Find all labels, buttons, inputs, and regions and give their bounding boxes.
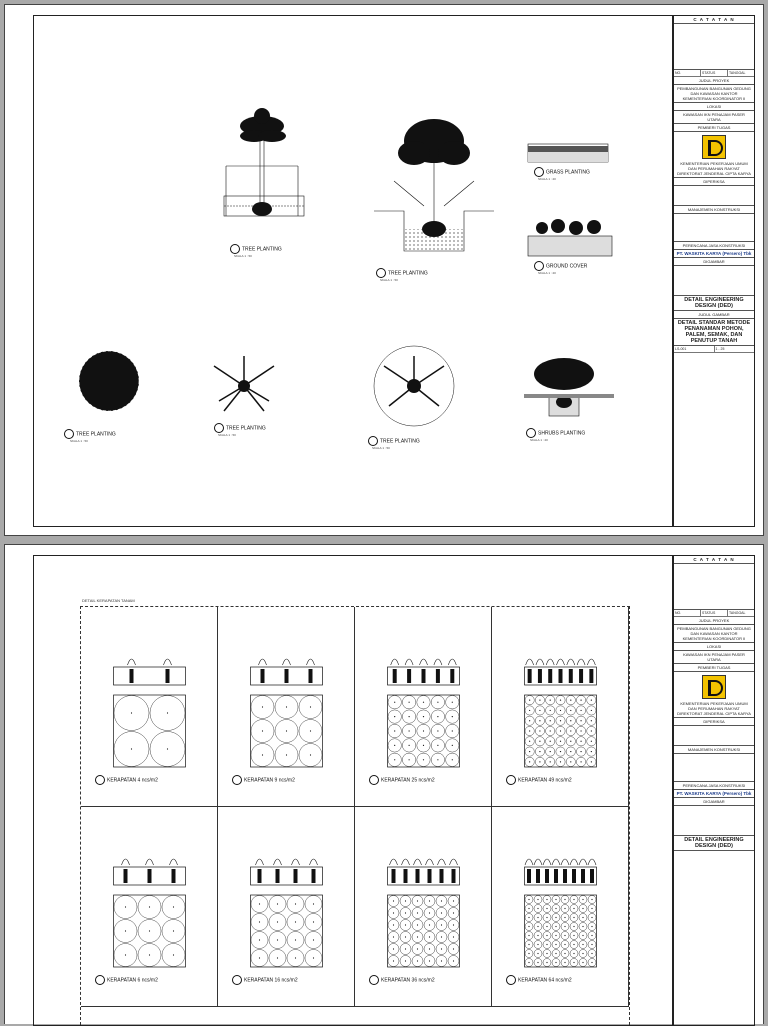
drawing-frame: DETAIL KERAPATAN TANAM KERAPATAN 4 ncs/m…	[33, 555, 673, 1026]
planting-plan	[250, 658, 323, 768]
tree-planting-7-drawing	[373, 345, 455, 427]
contractor-name: PT. WASKITA KARYA (Persero) Tbk	[674, 250, 754, 258]
verified-area	[674, 726, 754, 746]
owner-name: KEMENTERIAN PEKERJAAN UMUM DAN PERUMAHAN…	[677, 161, 751, 176]
density-title: KERAPATAN 16 ncs/m2	[232, 975, 298, 985]
project-phase: DETAIL ENGINEERING DESIGN (DED)	[674, 836, 754, 851]
density-title: KERAPATAN 9 ncs/m2	[232, 775, 295, 785]
contractor-name: PT. WASKITA KARYA (Persero) Tbk	[674, 790, 754, 798]
drawing-label: JUDUL GAMBAR	[674, 311, 754, 319]
drawing-frame: TREE PLANTING SKALA 1 : 50 TREE PLANTING…	[33, 15, 673, 527]
ground-cover-drawing	[527, 219, 613, 257]
notes-heading: C A T A T A N	[674, 16, 754, 24]
density-title: KERAPATAN 6 ncs/m2	[95, 975, 158, 985]
location-label: LOKASI	[674, 103, 754, 111]
consultant-area	[674, 214, 754, 242]
owner-label: PEMBERI TUGAS	[674, 124, 754, 132]
density-cell: KERAPATAN 36 ncs/m2	[355, 807, 492, 1007]
drawing-title: DETAIL STANDAR METODE PENANAMAN POHON, P…	[674, 319, 754, 346]
signature-area	[674, 266, 754, 296]
detail-4-title: GROUND COVER	[534, 261, 587, 271]
contractor-label: PERENCANA JASA KONSTRUKSI	[674, 782, 754, 790]
density-title: KERAPATAN 4 ncs/m2	[95, 775, 158, 785]
tree-planting-5-drawing	[78, 350, 140, 412]
consultant-label: MANAJEMEN KONSTRUKSI	[674, 206, 754, 214]
drawing-sheet-2: DETAIL KERAPATAN TANAM KERAPATAN 4 ncs/m…	[4, 544, 764, 1026]
density-cell: KERAPATAN 16 ncs/m2	[218, 807, 355, 1007]
planting-plan	[524, 858, 597, 968]
detail-1-title: TREE PLANTING	[230, 244, 282, 254]
planting-plan	[113, 858, 186, 968]
planting-plan	[387, 658, 460, 768]
detail-6-scale: SKALA 1 : 50	[218, 433, 236, 437]
project-label: JUDUL PROYEK	[674, 617, 754, 625]
notes-area	[674, 564, 754, 610]
project-name: PEMBANGUNAN BANGUNAN GEDUNG DAN KAWASAN …	[674, 85, 754, 103]
density-cell: KERAPATAN 64 ncs/m2	[492, 807, 629, 1007]
detail-2-title: TREE PLANTING	[376, 268, 428, 278]
tree-planting-2-drawing	[374, 119, 494, 252]
planting-plan	[524, 658, 597, 768]
detail-1-scale: SKALA 1 : 50	[234, 254, 252, 258]
project-phase: DETAIL ENGINEERING DESIGN (DED)	[674, 296, 754, 311]
detail-8-title: SHRUBS PLANTING	[526, 428, 585, 438]
detail-2-scale: SKALA 1 : 50	[380, 278, 398, 282]
owner-block: KEMENTERIAN PEKERJAAN UMUM DAN PERUMAHAN…	[674, 132, 754, 178]
detail-7-scale: SKALA 1 : 50	[372, 446, 390, 450]
density-title: KERAPATAN 64 ncs/m2	[506, 975, 572, 985]
detail-8-scale: SKALA 1 : 20	[530, 438, 548, 442]
drawing-sheet-1: TREE PLANTING SKALA 1 : 50 TREE PLANTING…	[4, 4, 764, 536]
detail-3-scale: SKALA 1 : 20	[538, 177, 556, 181]
drafter-label: DIGAMBAR	[674, 258, 754, 266]
owner-label: PEMBERI TUGAS	[674, 664, 754, 672]
grass-planting-drawing	[527, 143, 609, 163]
shrubs-planting-drawing	[524, 358, 614, 417]
notes-area	[674, 24, 754, 70]
density-cell: KERAPATAN 4 ncs/m2	[81, 607, 218, 807]
density-cell: KERAPATAN 49 ncs/m2	[492, 607, 629, 807]
density-title: KERAPATAN 49 ncs/m2	[506, 775, 572, 785]
project-label: JUDUL PROYEK	[674, 77, 754, 85]
detail-5-scale: SKALA 1 : 50	[70, 439, 88, 443]
detail-7-title: TREE PLANTING	[368, 436, 420, 446]
verified-area	[674, 186, 754, 206]
tree-planting-1-drawing	[223, 108, 305, 217]
verified-label: DIPERIKSA	[674, 718, 754, 726]
location-value: KAWASAN IKN PENAJAM PASER UTARA	[674, 651, 754, 664]
detail-4-scale: SKALA 1 : 20	[538, 271, 556, 275]
density-cell: KERAPATAN 25 ncs/m2	[355, 607, 492, 807]
density-title: KERAPATAN 25 ncs/m2	[369, 775, 435, 785]
detail-3-title: GRASS PLANTING	[534, 167, 590, 177]
pupr-logo-icon	[702, 135, 726, 159]
consultant-area	[674, 754, 754, 782]
notes-heading: C A T A T A N	[674, 556, 754, 564]
location-value: KAWASAN IKN PENAJAM PASER UTARA	[674, 111, 754, 124]
pupr-logo-icon	[702, 675, 726, 699]
tree-planting-6-drawing	[213, 356, 275, 412]
density-cell: KERAPATAN 6 ncs/m2	[81, 807, 218, 1007]
owner-name: KEMENTERIAN PEKERJAAN UMUM DAN PERUMAHAN…	[677, 701, 751, 716]
planting-plan	[113, 658, 186, 768]
verified-label: DIPERIKSA	[674, 178, 754, 186]
drafter-label: DIGAMBAR	[674, 798, 754, 806]
detail-5-title: TREE PLANTING	[64, 429, 116, 439]
owner-block: KEMENTERIAN PEKERJAAN UMUM DAN PERUMAHAN…	[674, 672, 754, 718]
location-label: LOKASI	[674, 643, 754, 651]
grid-title: DETAIL KERAPATAN TANAM	[82, 598, 135, 603]
consultant-label: MANAJEMEN KONSTRUKSI	[674, 746, 754, 754]
detail-6-title: TREE PLANTING	[214, 423, 266, 433]
contractor-label: PERENCANA JASA KONSTRUKSI	[674, 242, 754, 250]
planting-plan	[387, 858, 460, 968]
density-title: KERAPATAN 36 ncs/m2	[369, 975, 435, 985]
density-cell: KERAPATAN 9 ncs/m2	[218, 607, 355, 807]
project-name: PEMBANGUNAN BANGUNAN GEDUNG DAN KAWASAN …	[674, 625, 754, 643]
planting-plan	[250, 858, 323, 968]
signature-area	[674, 806, 754, 836]
